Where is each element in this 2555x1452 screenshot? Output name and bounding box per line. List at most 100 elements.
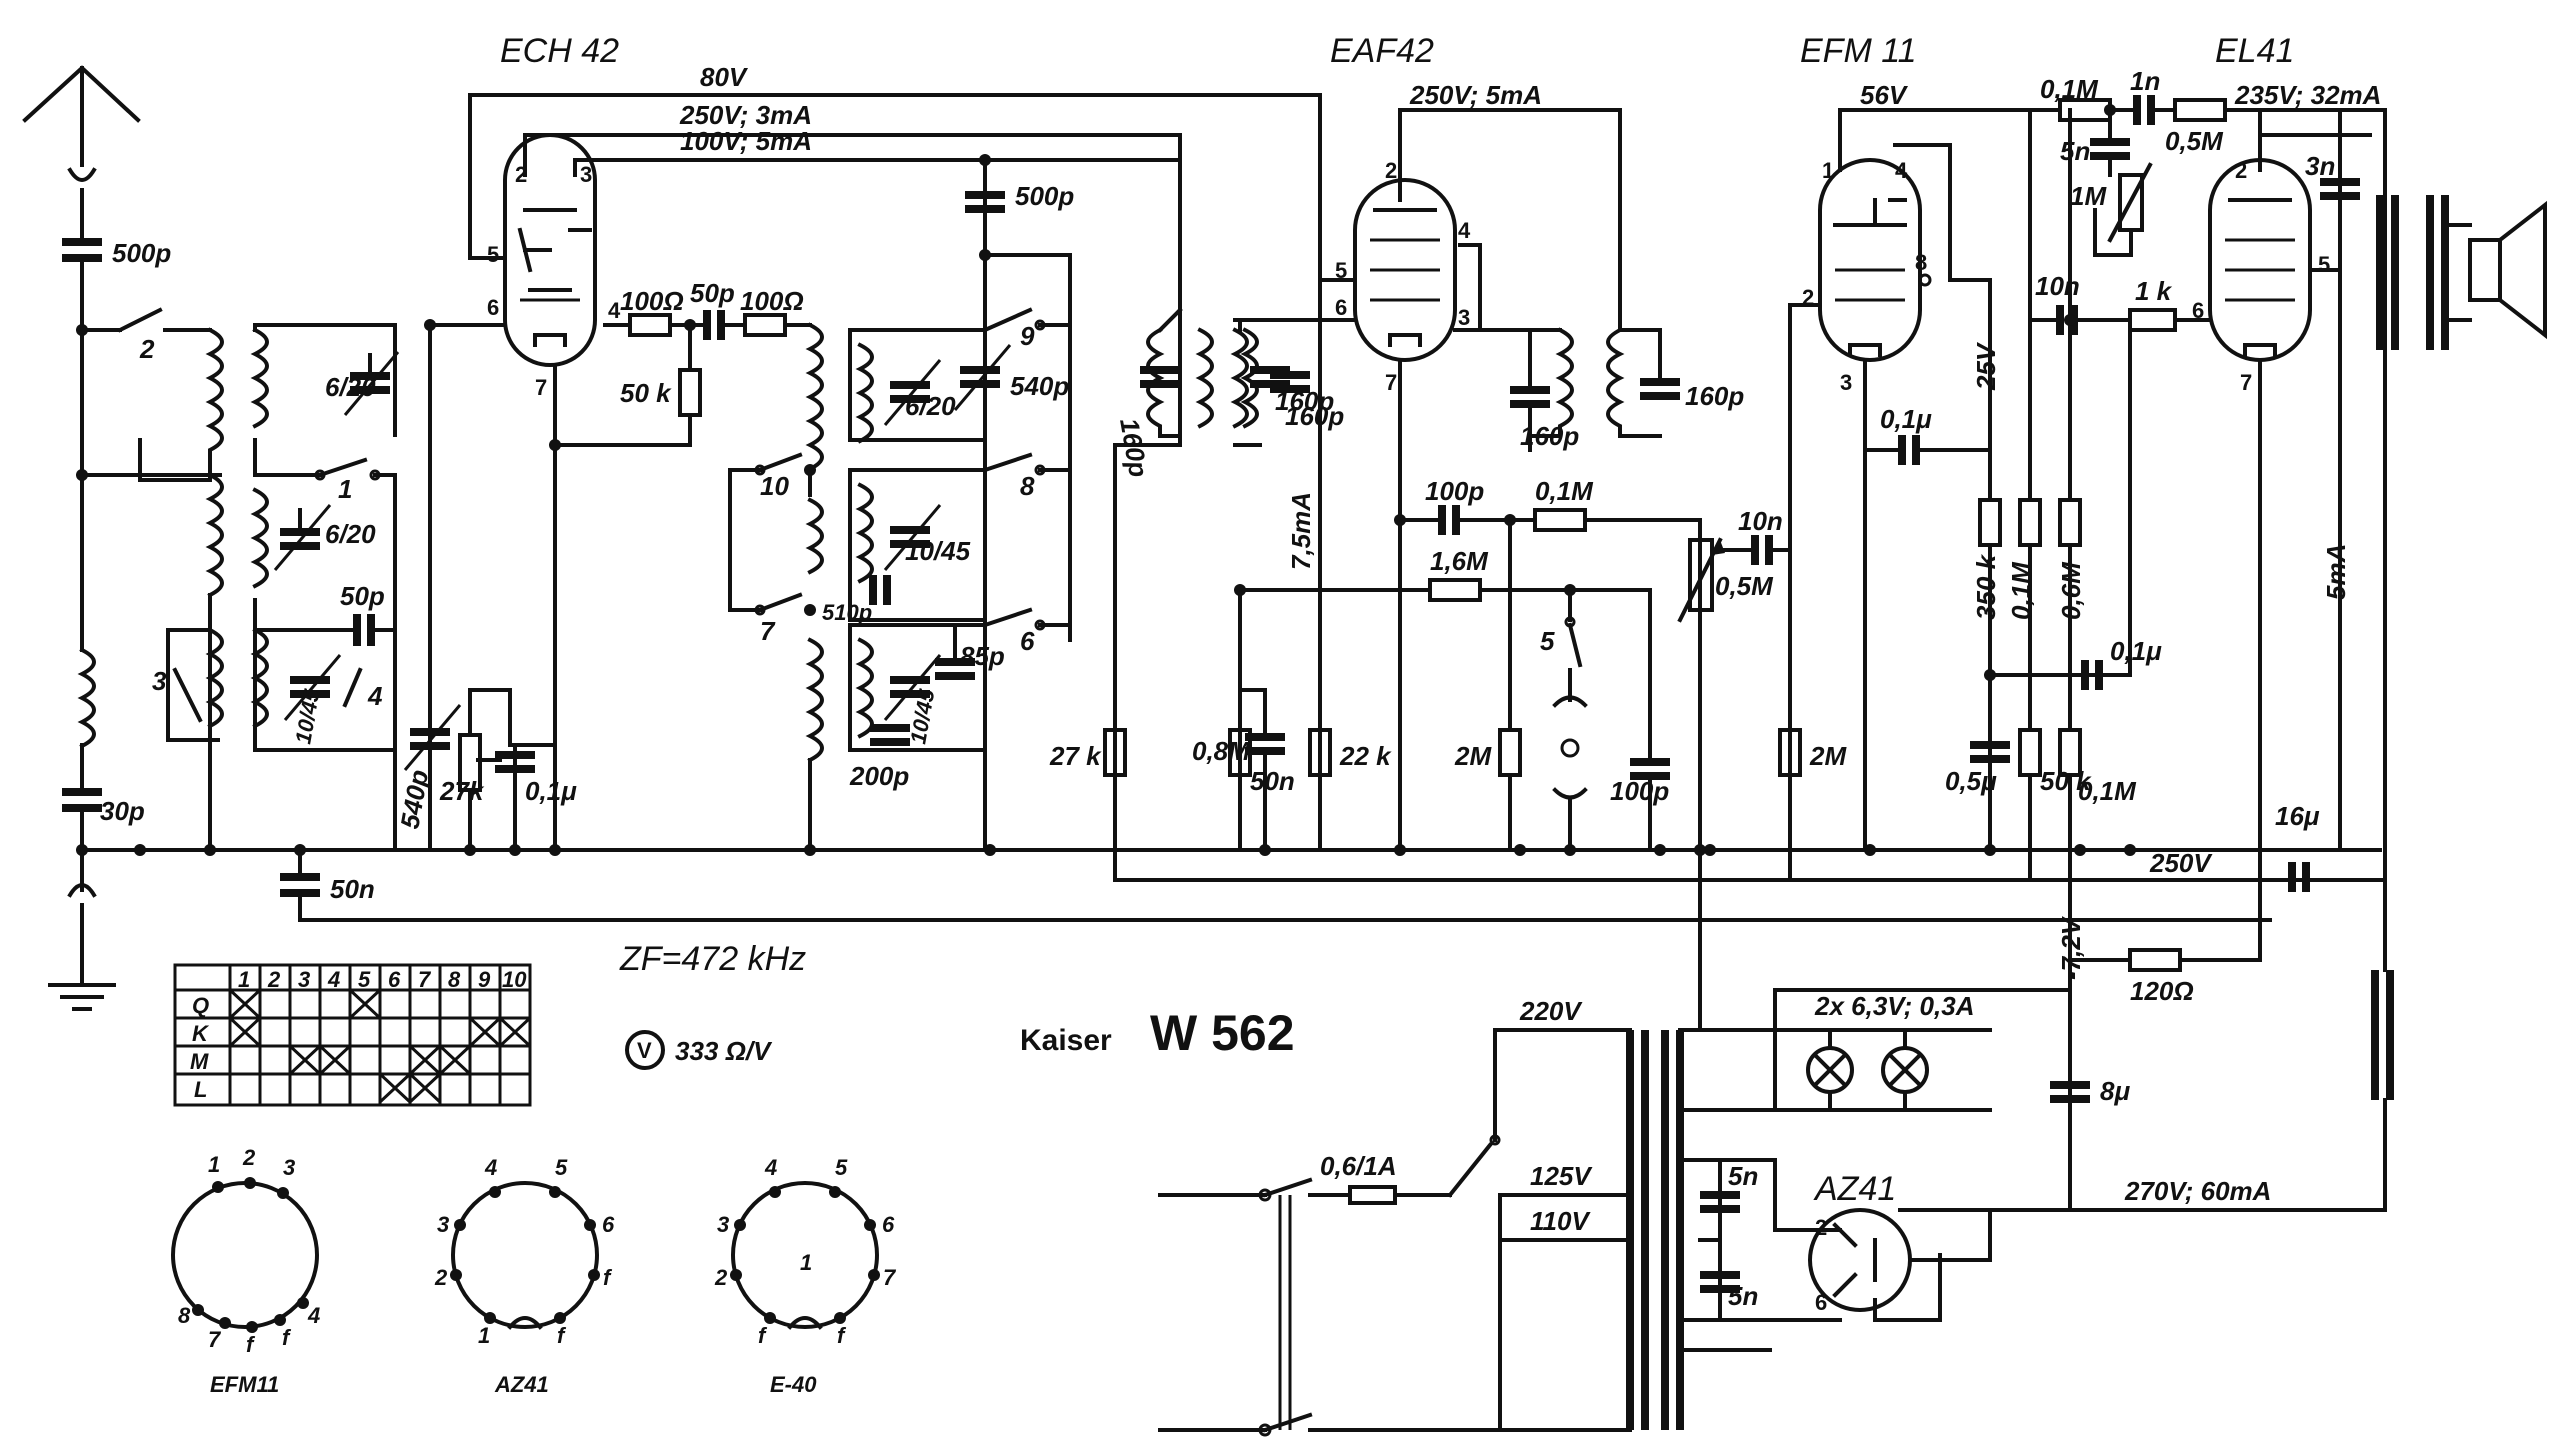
pin-label: 6 bbox=[1335, 295, 1347, 320]
label-switch-6: 6 bbox=[1020, 626, 1035, 656]
label-b-el: 235V; 32mA bbox=[2234, 80, 2381, 110]
label-c160-amp: 160p bbox=[1685, 381, 1744, 411]
base-name-e40: E-40 bbox=[770, 1372, 817, 1397]
base-pin: f bbox=[603, 1265, 613, 1290]
label-r100a: 100Ω bbox=[620, 286, 684, 316]
tube-base-efm11 bbox=[171, 1177, 319, 1333]
coil-ant-3 bbox=[77, 647, 96, 749]
base-name-efm11: EFM11 bbox=[210, 1372, 279, 1397]
label-c01u-b: 0,1μ bbox=[1880, 404, 1932, 434]
switch-table: 1 2 3 4 5 6 7 8 9 10 Q K M L bbox=[173, 963, 532, 1107]
label-mains-110: 110V bbox=[1530, 1206, 1591, 1236]
label-c200p: 200p bbox=[849, 761, 909, 791]
pin-label: 6 bbox=[487, 295, 499, 320]
label-r01m-a: 0,1M bbox=[1535, 476, 1594, 506]
label-lamps: 2x 6,3V; 0,3A bbox=[1814, 991, 1974, 1021]
pin-label: 1 bbox=[1822, 158, 1834, 183]
resistor-100b bbox=[743, 313, 787, 337]
label-c3n: 3n bbox=[2305, 151, 2335, 181]
base-pin: 8 bbox=[178, 1303, 191, 1328]
table-row-l: L bbox=[194, 1077, 207, 1102]
table-col-5: 5 bbox=[358, 967, 371, 992]
label-switch-10: 10 bbox=[760, 471, 789, 501]
label-b-ech-100v: 100V; 5mA bbox=[680, 126, 812, 156]
antenna-icon bbox=[22, 65, 141, 242]
label-i-5ma: 5mA bbox=[2321, 544, 2351, 600]
label-r01m-d: 0,1M bbox=[2078, 776, 2137, 806]
tube-label-el41: EL41 bbox=[2215, 32, 2294, 70]
label-r1k: 1 k bbox=[2135, 276, 2173, 306]
label-c50p: 50p bbox=[340, 581, 385, 611]
pin-label: 4 bbox=[1458, 218, 1471, 243]
pin-label: 5 bbox=[487, 242, 499, 267]
label-r120: 120Ω bbox=[2130, 976, 2194, 1006]
base-pin: f bbox=[246, 1332, 256, 1357]
label-r27k: 27k bbox=[439, 776, 485, 806]
pin-label: 2 bbox=[1385, 158, 1397, 183]
label-bias: -7,2V bbox=[2056, 915, 2086, 980]
brand-label: Kaiser bbox=[1020, 1024, 1112, 1057]
label-r50k: 50 k bbox=[620, 378, 672, 408]
label-r100b: 100Ω bbox=[740, 286, 804, 316]
label-switch-4: 4 bbox=[367, 681, 383, 711]
table-col-7: 7 bbox=[418, 967, 432, 992]
meter-symbol-letter: V bbox=[637, 1038, 652, 1063]
pin-label: 7 bbox=[1385, 370, 1397, 395]
label-c500p-antenna: 500p bbox=[112, 238, 171, 268]
table-col-6: 6 bbox=[388, 967, 401, 992]
pin-label: 6 bbox=[2192, 298, 2204, 323]
pilot-lamp-icon bbox=[1881, 1028, 1929, 1112]
label-c85p: 85p bbox=[960, 641, 1005, 671]
label-fuse: 0,6/1A bbox=[1320, 1151, 1397, 1181]
label-pot05m: 0,5M bbox=[1715, 571, 1774, 601]
pilot-lamp-icon bbox=[1806, 1028, 1854, 1112]
pin-label: 7 bbox=[2240, 370, 2252, 395]
base-pin: 1 bbox=[800, 1250, 812, 1275]
label-switch-8: 8 bbox=[1020, 471, 1035, 501]
table-col-8: 8 bbox=[448, 967, 461, 992]
tube-ech42 bbox=[503, 133, 597, 367]
label-c50n: 50n bbox=[330, 874, 375, 904]
label-mains-125: 125V bbox=[1530, 1161, 1593, 1191]
label-switch-7: 7 bbox=[760, 616, 776, 646]
table-row-m: M bbox=[190, 1049, 209, 1074]
tube-el41 bbox=[2208, 158, 2312, 362]
tube-label-efm11: EFM 11 bbox=[1800, 32, 1917, 70]
base-pin: 2 bbox=[434, 1265, 448, 1290]
table-row-q: Q bbox=[192, 993, 209, 1018]
pin-label: 5 bbox=[2318, 252, 2330, 277]
label-rect-out: 270V; 60mA bbox=[2124, 1176, 2271, 1206]
label-switch-3: 3 bbox=[152, 666, 167, 696]
label-switch-2: 2 bbox=[139, 334, 155, 364]
base-pin: 5 bbox=[835, 1155, 848, 1180]
meter-rating: 333 Ω/V bbox=[675, 1036, 773, 1066]
label-c10n-b: 10n bbox=[2035, 271, 2080, 301]
base-pin: 3 bbox=[717, 1212, 729, 1237]
pin-label: 2 bbox=[2235, 158, 2247, 183]
base-pin: f bbox=[837, 1323, 847, 1348]
label-r50k-b: 50 k bbox=[2040, 766, 2092, 796]
base-pin: 3 bbox=[283, 1155, 295, 1180]
base-pin: f bbox=[282, 1325, 292, 1350]
label-b-80v: 80V bbox=[700, 62, 749, 92]
label-c5n-a: 5n bbox=[1728, 1161, 1758, 1191]
label-r16m: 1,6M bbox=[1430, 546, 1489, 576]
label-c8u: 8μ bbox=[2100, 1076, 2130, 1106]
base-pin: 7 bbox=[208, 1327, 222, 1352]
pin-label: 4 bbox=[1895, 158, 1908, 183]
label-c540p2: 540p bbox=[1010, 371, 1069, 401]
label-c50n2: 50n bbox=[1250, 766, 1295, 796]
tube-label-eaf42: EAF42 bbox=[1330, 32, 1434, 70]
label-trim-620a: 6/20 bbox=[325, 372, 376, 402]
label-r2m-b: 2M bbox=[1809, 741, 1847, 771]
label-c500p-osc: 500p bbox=[1015, 181, 1074, 211]
tube-base-az41 bbox=[450, 1181, 600, 1330]
coil-ant-2 bbox=[205, 472, 224, 598]
tube-efm11 bbox=[1818, 158, 1922, 362]
ground-icon bbox=[48, 983, 116, 1011]
label-v-25: 25V bbox=[1971, 341, 2001, 391]
label-trim-620b: 6/20 bbox=[325, 519, 376, 549]
table-col-2: 2 bbox=[267, 967, 281, 992]
model-label: W 562 bbox=[1150, 1005, 1295, 1061]
